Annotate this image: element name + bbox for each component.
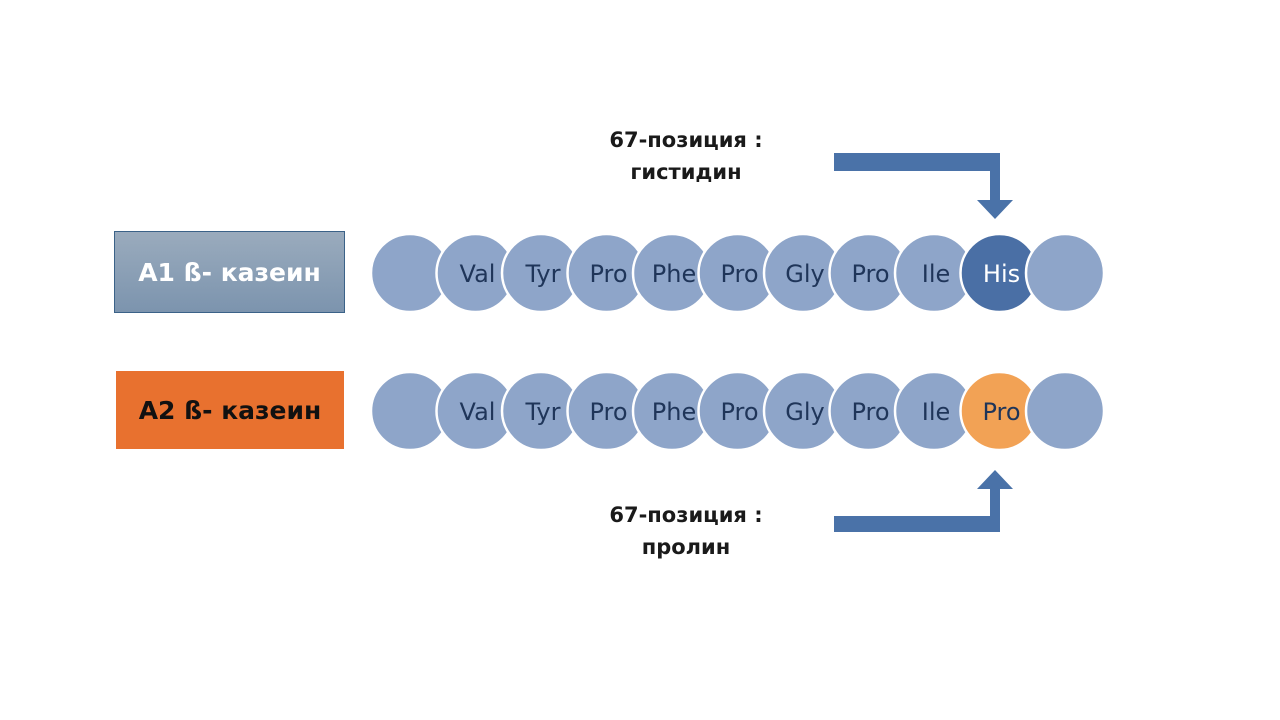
residue-label: Val — [460, 398, 496, 426]
residue-label: Pro — [851, 260, 889, 288]
residue-label: Pro — [851, 398, 889, 426]
residue-label: Pro — [720, 260, 758, 288]
a1-beta-casein-label: A1 ß- казеин — [114, 231, 345, 313]
arrow-up-icon — [834, 470, 1013, 532]
residue-label: Ile — [922, 260, 951, 288]
residue-label: Ile — [922, 398, 951, 426]
a2-beta-casein-label: A2 ß- казеин — [116, 371, 344, 449]
a2-residue-chain: Val Tyr Pro Phe Pro Gly Pro Ile Pro — [369, 370, 1106, 452]
residue-label: Phe — [652, 398, 696, 426]
residue-label: Gly — [785, 260, 824, 288]
residue-label: Phe — [652, 260, 696, 288]
residue-label: Tyr — [525, 398, 561, 426]
caption-line: 67-позиция : — [609, 503, 763, 527]
arrow-down-icon — [834, 153, 1013, 219]
residue-circle — [1024, 232, 1106, 314]
residue-label: His — [983, 260, 1020, 288]
caption-line: 67-позиция : — [609, 128, 763, 152]
caption-line: гистидин — [630, 160, 742, 184]
residue-label: Pro — [982, 398, 1020, 426]
residue-label: Val — [460, 260, 496, 288]
a1-residue-chain: Val Tyr Pro Phe Pro Gly Pro Ile His — [369, 232, 1106, 314]
residue-circle — [1024, 370, 1106, 452]
residue-label: Pro — [589, 260, 627, 288]
residue-label: Tyr — [525, 260, 561, 288]
residue-label: Pro — [589, 398, 627, 426]
his-position-caption: 67-позиция : гистидин — [576, 124, 796, 188]
pro-position-caption: 67-позиция : пролин — [576, 499, 796, 563]
residue-label: Pro — [720, 398, 758, 426]
residue-label: Gly — [785, 398, 824, 426]
caption-line: пролин — [641, 535, 731, 559]
